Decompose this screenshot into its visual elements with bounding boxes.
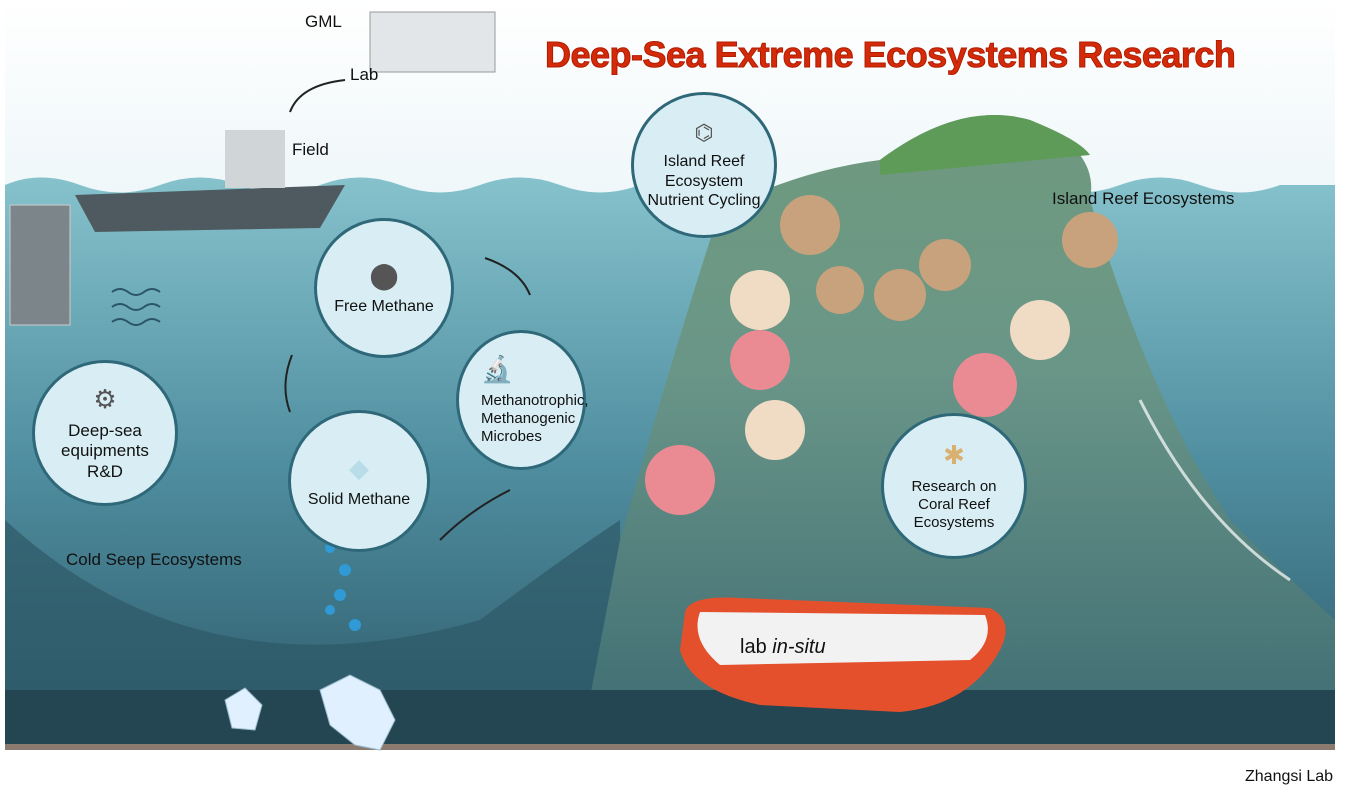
lab-label: Lab: [350, 65, 379, 84]
nutrient-line-2: Ecosystem: [664, 172, 744, 190]
cold-seep-ecosystems-label: Cold Seep Ecosystems: [66, 550, 242, 569]
free-methane-label: Free Methane: [334, 298, 434, 315]
credit-label: Zhangsi Lab: [1245, 768, 1334, 785]
seabed: [5, 690, 1335, 745]
microbes-line-2: Methanogenic: [481, 409, 576, 427]
page-title: Deep-Sea Extreme Ecosystems Research: [544, 34, 1236, 76]
microbes-line-3: Microbes: [481, 427, 542, 445]
field-label: Field: [292, 140, 329, 159]
ctd-rosette: [9, 204, 71, 326]
microbes-circle: 🔬 Methanotrophic, Methanogenic Microbes: [456, 330, 589, 470]
methane-bubbles: [325, 543, 361, 631]
methane-molecule-icon: ⬤: [369, 259, 399, 290]
free-methane-circle: ⬤ Free Methane: [314, 218, 454, 358]
glovebox-icon: [369, 11, 496, 73]
corals: [645, 195, 1118, 515]
cycle-arrows: [284, 257, 531, 541]
gml-label: GML: [305, 12, 342, 31]
lab-in-situ-label: lab in-situ: [740, 636, 826, 659]
nutrient-line-1: Island Reef: [663, 153, 745, 171]
research-ship: [75, 185, 345, 232]
coral-line-3: Ecosystems: [913, 513, 995, 531]
lab-field-arrow: [289, 79, 346, 113]
equipment-line-2: equipments: [61, 441, 149, 461]
solid-methane-label: Solid Methane: [307, 491, 411, 508]
ice-cube-icon: ◆: [349, 452, 369, 483]
equipment-line-1: Deep-sea: [68, 421, 142, 440]
coral-line-2: Coral Reef: [918, 495, 990, 513]
lab-in-situ-italic: in-situ: [772, 636, 826, 658]
robot-arm-icon: ⚙: [93, 383, 117, 414]
submersible: [680, 597, 1006, 712]
ice-hydrates: [224, 674, 396, 751]
seabed-line: [5, 744, 1335, 750]
island-top: [880, 115, 1090, 175]
microscope-icon: 🔬: [481, 354, 514, 385]
solid-methane-circle: ◆ Solid Methane: [288, 410, 430, 552]
coral-line-1: Research on: [911, 477, 997, 495]
wave-icon: [111, 288, 161, 326]
equipment-circle: ⚙ Deep-sea equipments R&D: [32, 360, 178, 506]
nutrient-line-3: Nutrient Cycling: [647, 191, 761, 209]
current-arrow: [1138, 399, 1291, 582]
equipment-line-3: R&D: [87, 461, 123, 481]
lab-in-situ-prefix: lab: [740, 636, 773, 658]
island-reef-ecosystems-label: Island Reef Ecosystems: [1052, 189, 1235, 208]
microbes-line-1: Methanotrophic,: [481, 391, 589, 409]
chemical-structure-icon: ⌬: [694, 120, 714, 146]
coral-icon: ✱: [943, 440, 965, 471]
nutrient-cycling-circle: ⌬ Island Reef Ecosystem Nutrient Cycling: [631, 92, 777, 238]
ship-bridge: [225, 130, 285, 188]
coral-research-circle: ✱ Research on Coral Reef Ecosystems: [881, 413, 1027, 559]
